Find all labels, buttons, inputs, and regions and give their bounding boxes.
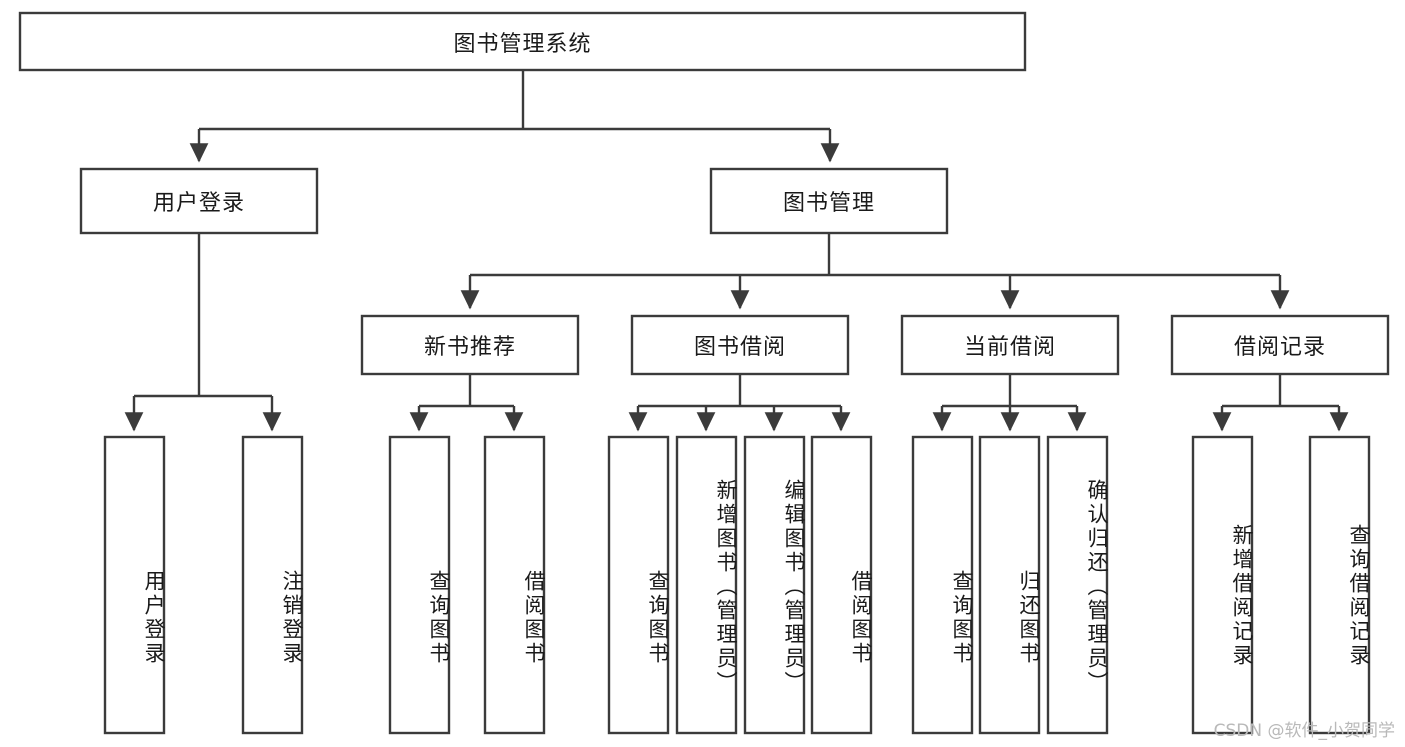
leaf-box-book-borrow-2[interactable]	[675, 435, 738, 735]
leaf-box-borrow-record-2[interactable]	[1308, 435, 1371, 735]
leaf-box-current-borrow-3[interactable]	[1046, 435, 1109, 735]
leaf-box-user-login-2[interactable]	[241, 435, 304, 735]
node-book-borrow[interactable]	[630, 314, 850, 376]
node-root-book-management-system[interactable]	[18, 11, 1027, 72]
node-book-management[interactable]	[709, 167, 949, 235]
leaf-box-book-borrow-1[interactable]	[607, 435, 670, 735]
leaf-box-borrow-record-1[interactable]	[1191, 435, 1254, 735]
leaf-box-book-borrow-4[interactable]	[810, 435, 873, 735]
node-new-book-recommend[interactable]	[360, 314, 580, 376]
node-borrow-record[interactable]	[1170, 314, 1390, 376]
node-user-login[interactable]	[79, 167, 319, 235]
leaf-box-new-book-1[interactable]	[388, 435, 451, 735]
node-current-borrow[interactable]	[900, 314, 1120, 376]
leaf-box-book-borrow-3[interactable]	[743, 435, 806, 735]
leaf-box-current-borrow-1[interactable]	[911, 435, 974, 735]
leaf-box-user-login-1[interactable]	[103, 435, 166, 735]
leaf-box-new-book-2[interactable]	[483, 435, 546, 735]
leaf-box-current-borrow-2[interactable]	[978, 435, 1041, 735]
